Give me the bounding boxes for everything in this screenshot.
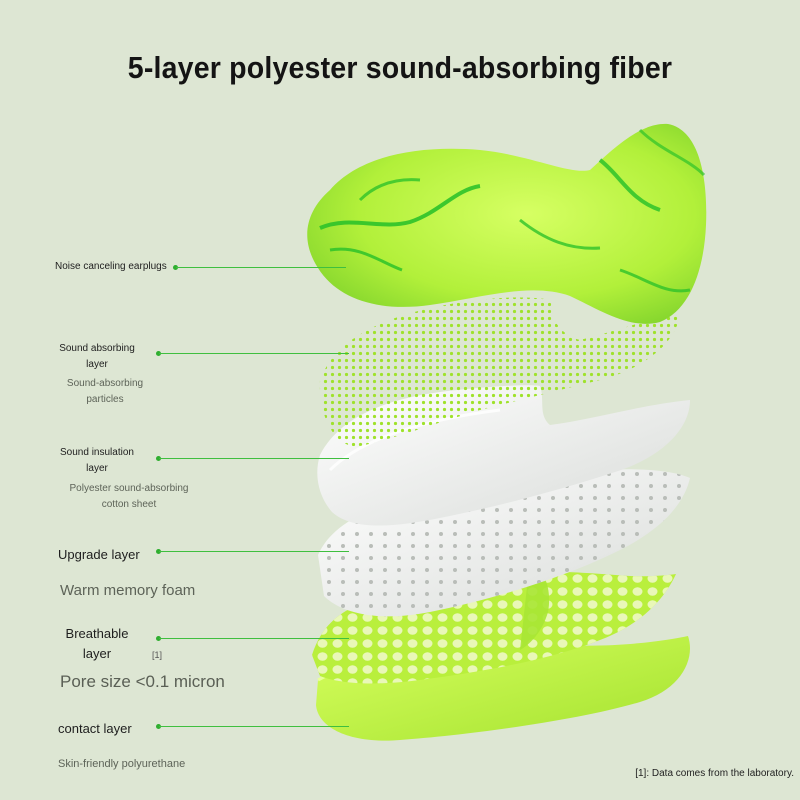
contact-layer-sub: Skin-friendly polyurethane [58, 758, 186, 770]
leader-line [159, 551, 349, 552]
leader-dot [173, 265, 178, 270]
absorbing-layer-sub: Sound-absorbing particles [66, 378, 144, 405]
leader-line [176, 267, 346, 268]
leader-line [159, 458, 349, 459]
absorbing-layer-label: Sound absorbing layer [59, 343, 135, 370]
contact-layer-label: contact layer [58, 721, 132, 736]
page-title: 5-layer polyester sound-absorbing fiber [127, 50, 673, 85]
earplug-label: Noise canceling earplugs [55, 261, 167, 272]
footnote: [1]: Data comes from the laboratory. [635, 768, 794, 779]
leader-dot [156, 636, 161, 641]
leader-line [159, 638, 349, 639]
breathable-layer-label: Breathable layer [65, 626, 129, 661]
leader-dot [156, 724, 161, 729]
leader-dot [156, 456, 161, 461]
leader-line [159, 726, 349, 727]
earplug-shape [307, 123, 707, 324]
insulation-layer-label: Sound insulation layer [60, 447, 134, 474]
upgrade-layer-label: Upgrade layer [58, 547, 140, 562]
insulation-layer-sub: Polyester sound-absorbing cotton sheet [69, 483, 189, 510]
footnote-ref: [1] [152, 650, 163, 660]
absorbing-layer-shape [319, 297, 680, 447]
breathable-layer-sub: Pore size <0.1 micron [60, 672, 225, 691]
leader-line [159, 353, 349, 354]
leader-dot [156, 351, 161, 356]
upgrade-layer-sub: Warm memory foam [60, 582, 196, 599]
leader-dot [156, 549, 161, 554]
